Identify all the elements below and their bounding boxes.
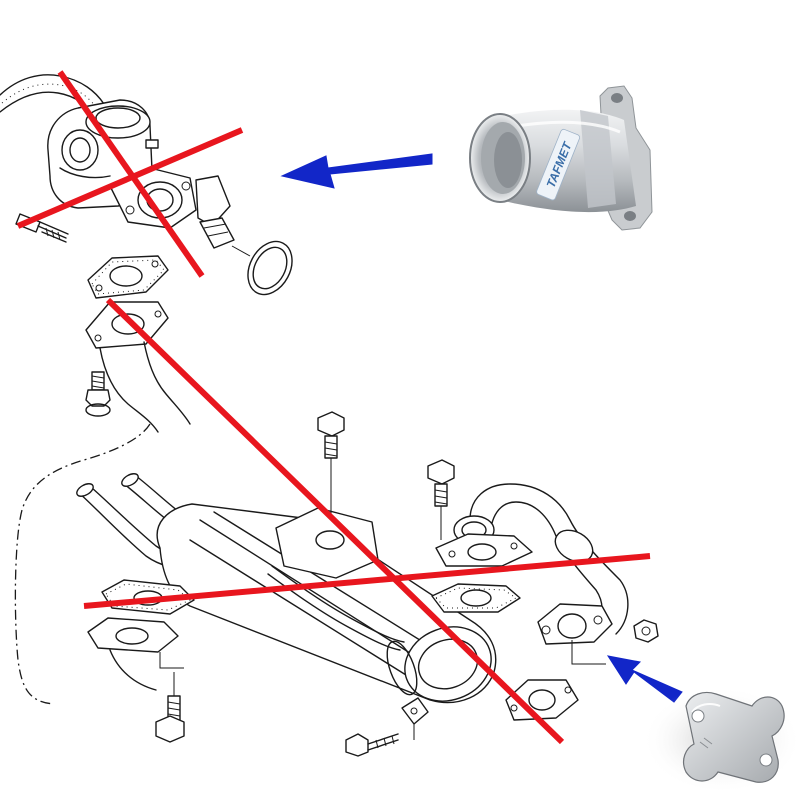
blanking-plate-image: [642, 686, 800, 794]
egr-cooler-drawing: [76, 473, 659, 740]
engine-outline: [14, 423, 151, 705]
replacement-pipe-image: TAFMET: [469, 85, 653, 231]
cross-out-egr-valve-1: [57, 70, 205, 278]
cross-out-egr-cooler-2: [83, 553, 651, 609]
egr-valve-drawing: [0, 74, 293, 433]
cross-out-egr-valve-2: [16, 127, 244, 229]
arrow-to-cooler-flange: [606, 655, 683, 703]
cross-out-egr-cooler-1: [105, 297, 565, 745]
cross-out-marks: [16, 70, 651, 745]
arrow-to-egr-valve: [280, 153, 433, 189]
cooler-bolts: [155, 411, 455, 757]
